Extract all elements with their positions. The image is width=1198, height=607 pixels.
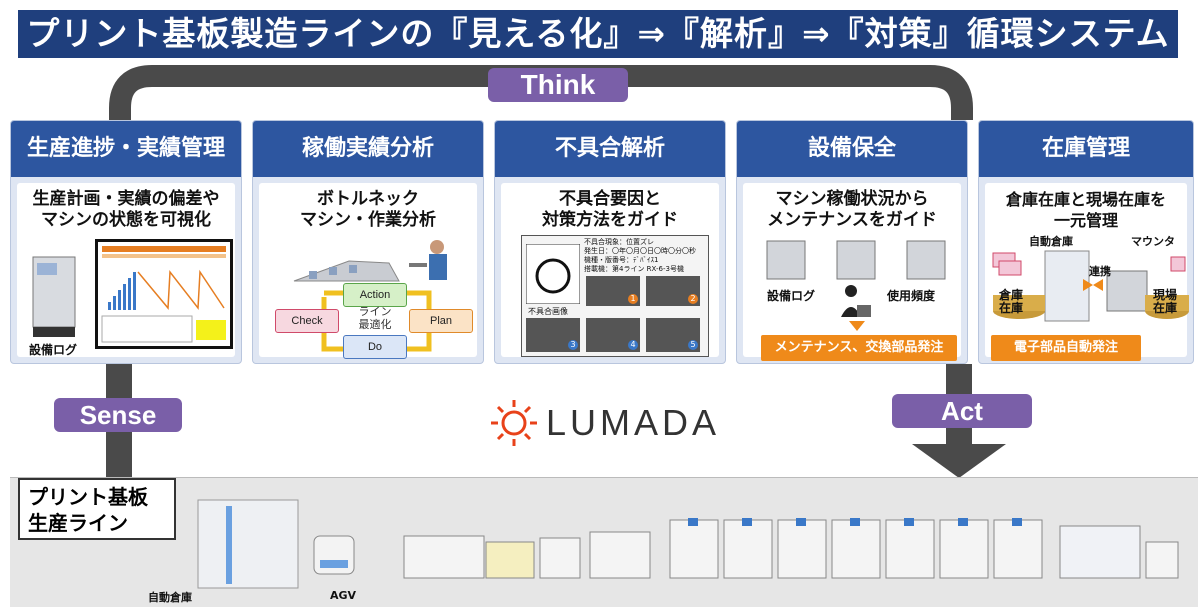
act-arrow-head [912,444,1006,478]
badge-2: 2 [688,294,698,304]
link-label: 連携 [1089,265,1111,278]
defect-image-icon [526,244,580,304]
lumada-wordmark: LUMADA [546,402,721,443]
warehouse-label: 自動倉庫 [1029,235,1073,248]
worker-microscope-icon [293,240,447,282]
dashboard-thumbnail [95,239,233,349]
defect-report-thumbnail: 不具合現象：位置ズレ 発生日：〇年〇月〇日〇時〇分〇秒 機種・版番号：ﾃﾞﾊﾞｲ… [521,235,709,357]
sense-label: Sense [54,398,182,432]
page-title: プリント基板製造ラインの『見える化』⇒『解析』⇒『対策』循環システム [18,10,1178,58]
lumada-logo: LUMADA [488,398,738,448]
machines-icon [766,240,946,280]
production-line-label: プリント基板 生産ライン [18,478,176,540]
pdca-plan: Plan [409,309,473,333]
agv-caption: AGV [330,589,357,602]
panel-title: 稼働実績分析 [253,121,483,177]
machine-icon [32,256,76,337]
panel-title: 不具合解析 [495,121,725,177]
panel-subtitle: ボトルネック マシン・作業分析 [300,189,436,230]
pdca-do: Do [343,335,407,359]
panel-title: 生産進捗・実績管理 [11,121,241,177]
mounter-label: マウンタ [1131,235,1175,248]
maintenance-order-tag: メンテナンス、交換部品発注 [761,335,957,361]
badge-4: 4 [628,340,638,350]
panel-production-progress: 生産進捗・実績管理 生産計画・実績の偏差や マシンの状態を可視化 [10,120,242,364]
think-label: Think [488,68,628,102]
defect-report-text: 不具合現象：位置ズレ 発生日：〇年〇月〇日〇時〇分〇秒 機種・版番号：ﾃﾞﾊﾞｲ… [584,238,696,273]
panel-subtitle: 不具合要因と 対策方法をガイド [542,189,678,230]
panel-defect-analysis: 不具合解析 不具合要因と 対策方法をガイド 不具合現象：位置ズレ 発生日：〇年〇… [494,120,726,364]
lumada-sun-icon [491,400,537,446]
pdca-check: Check [275,309,339,333]
production-line-machines [197,499,1179,589]
pdca-center-label: ライン 最適化 [358,305,392,331]
panel-subtitle: 生産計画・実績の偏差や マシンの状態を可視化 [32,189,220,230]
equipment-log-label: 設備ログ [767,289,816,303]
panel-subtitle: 倉庫在庫と現場在庫を 一元管理 [1005,190,1166,230]
panel-title: 在庫管理 [979,121,1193,177]
warehouse-stock-label: 倉庫 在庫 [999,288,1024,315]
inventory-illustration [992,250,1189,322]
panel-subtitle: マシン稼働状況から メンテナンスをガイド [767,189,937,230]
pdca-action: Action [343,283,407,307]
panel-inventory: 在庫管理 倉庫在庫と現場在庫を 一元管理 自動倉庫 マウンタ 連携 倉庫 在庫 … [978,120,1194,364]
auto-order-tag: 電子部品自動発注 [991,335,1141,361]
equipment-log-label: 設備ログ [29,343,78,357]
act-label: Act [892,394,1032,428]
panel-operation-analysis: 稼働実績分析 ボトルネック マシン・作業分析 Action Check Plan… [252,120,484,364]
panel-title: 設備保全 [737,121,967,177]
badge-5: 5 [688,340,698,350]
field-stock-label: 現場 在庫 [1153,288,1178,315]
worker-laptop-icon [841,285,871,331]
defect-image-label: 不具合画像 [528,307,568,316]
badge-3: 3 [568,340,578,350]
badge-1: 1 [628,294,638,304]
warehouse-caption: 自動倉庫 [148,591,192,604]
usage-frequency-label: 使用頻度 [887,289,936,303]
dashboard-chart-icon [101,246,226,343]
panel-maintenance: 設備保全 マシン稼働状況から メンテナンスをガイド 設備ログ 使用頻度 メンテナ… [736,120,968,364]
